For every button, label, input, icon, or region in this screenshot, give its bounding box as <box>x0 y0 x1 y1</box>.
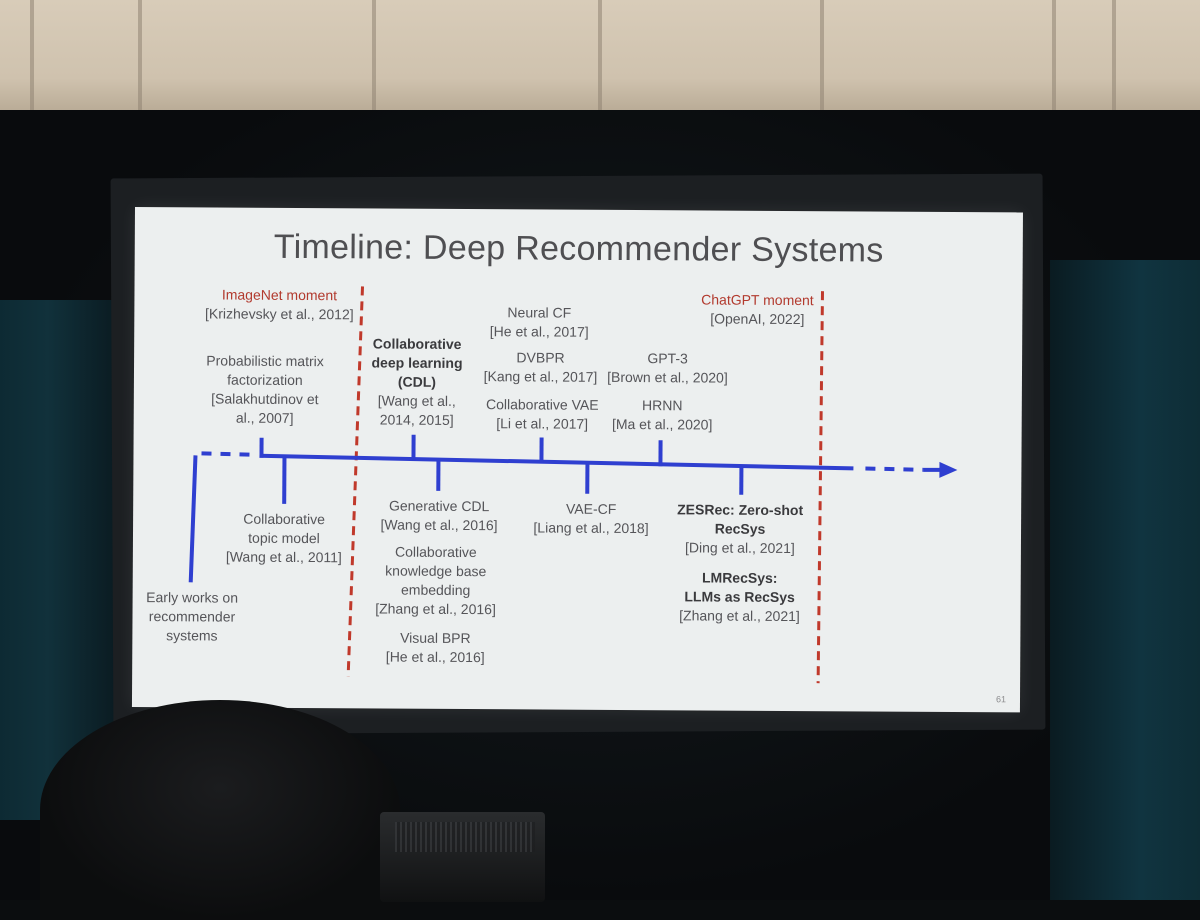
lmrecsys-line2: LLMs as RecSys <box>665 587 815 607</box>
early-line2: recommender <box>134 607 249 627</box>
neuralcf-title: Neural CF <box>474 303 604 323</box>
timeline-dots-left <box>201 453 255 454</box>
gpt3-label: GPT-3 [Brown et al., 2020] <box>600 349 735 388</box>
imagenet-label: ImageNet moment [Krizhevsky et al., 2012… <box>194 285 364 324</box>
hrnn-cite: [Ma et al., 2020] <box>600 415 725 435</box>
vbpr-cite: [He et al., 2016] <box>370 647 500 667</box>
ckbe-line3: embedding <box>361 580 511 600</box>
pmf-label: Probabilistic matrix factorization [Sala… <box>190 351 340 428</box>
timeline-graphic <box>132 207 1023 712</box>
cdl-cite2: 2014, 2015] <box>362 410 472 430</box>
timeline-dots-right <box>865 468 923 469</box>
pmf-line1: Probabilistic matrix <box>190 351 340 371</box>
zesrec-line1: ZESRec: Zero-shot <box>665 500 815 520</box>
zesrec-label: ZESRec: Zero-shot RecSys [Ding et al., 2… <box>665 500 815 558</box>
tick-early-works <box>191 455 196 582</box>
zesrec-line2: RecSys <box>665 519 815 539</box>
dvbpr-label: DVBPR [Kang et al., 2017] <box>468 348 613 387</box>
pmf-line4: al., 2007] <box>190 408 340 428</box>
ckbe-line2: knowledge base <box>361 561 511 581</box>
ckbe-line1: Collaborative <box>361 542 511 562</box>
cdl-line2: deep learning <box>362 353 472 373</box>
timeline-arrowhead <box>939 462 957 478</box>
ckbe-cite: [Zhang et al., 2016] <box>360 599 510 619</box>
gpt3-cite: [Brown et al., 2020] <box>600 368 735 388</box>
ctm-cite: [Wang et al., 2011] <box>209 547 359 567</box>
cdl-cite1: [Wang et al., <box>362 391 472 411</box>
pmf-line2: factorization <box>190 370 340 390</box>
vaecf-label: VAE-CF [Liang et al., 2018] <box>521 499 661 538</box>
lmrecsys-cite: [Zhang et al., 2021] <box>664 606 814 626</box>
early-line3: systems <box>134 626 249 646</box>
lmrecsys-label: LMRecSys: LLMs as RecSys [Zhang et al., … <box>664 568 814 626</box>
wall-seam <box>1052 0 1056 110</box>
wall-background <box>0 0 1200 112</box>
gcdl-cite: [Wang et al., 2016] <box>369 515 509 535</box>
neuralcf-label: Neural CF [He et al., 2017] <box>474 303 604 342</box>
vaecf-cite: [Liang et al., 2018] <box>521 518 661 538</box>
slide: Timeline: Deep Recommender Systems Image… <box>132 207 1023 712</box>
vaecf-title: VAE-CF <box>521 499 661 519</box>
wall-seam <box>138 0 142 110</box>
timeline-axis <box>259 456 853 469</box>
projector-grill <box>395 822 535 852</box>
slide-page-number: 61 <box>996 694 1006 704</box>
cdl-line1: Collaborative <box>362 334 472 354</box>
vbpr-title: Visual BPR <box>370 628 500 648</box>
wall-seam <box>820 0 824 110</box>
cvae-label: Collaborative VAE [Li et al., 2017] <box>470 395 615 434</box>
chatgpt-label: ChatGPT moment [OpenAI, 2022] <box>682 290 832 329</box>
dvbpr-title: DVBPR <box>468 348 613 368</box>
cdl-line3: (CDL) <box>362 372 472 392</box>
ctm-line2: topic model <box>209 528 359 548</box>
audience-head-silhouette <box>40 700 400 920</box>
cvae-cite: [Li et al., 2017] <box>470 414 615 434</box>
early-line1: Early works on <box>135 588 250 608</box>
chatgpt-title: ChatGPT moment <box>682 290 832 310</box>
cvae-title: Collaborative VAE <box>470 395 615 415</box>
wall-seam <box>598 0 602 110</box>
gpt3-title: GPT-3 <box>600 349 735 369</box>
imagenet-title: ImageNet moment <box>194 285 364 305</box>
dvbpr-cite: [Kang et al., 2017] <box>468 367 613 387</box>
chatgpt-marker-line <box>818 291 822 683</box>
ctm-line1: Collaborative <box>209 509 359 529</box>
wall-seam <box>372 0 376 110</box>
wall-seam <box>1112 0 1116 110</box>
hrnn-label: HRNN [Ma et al., 2020] <box>600 396 725 435</box>
wall-seam <box>30 0 34 110</box>
ctm-label: Collaborative topic model [Wang et al., … <box>209 509 359 567</box>
imagenet-cite: [Krizhevsky et al., 2012] <box>194 304 364 324</box>
lmrecsys-line1: LMRecSys: <box>665 568 815 588</box>
gcdl-label: Generative CDL [Wang et al., 2016] <box>369 496 509 535</box>
pmf-line3: [Salakhutdinov et <box>190 389 340 409</box>
cdl-label: Collaborative deep learning (CDL) [Wang … <box>362 334 473 430</box>
gcdl-title: Generative CDL <box>369 496 509 516</box>
vbpr-label: Visual BPR [He et al., 2016] <box>370 628 500 667</box>
curtain-right <box>1050 260 1200 900</box>
early-works-label: Early works on recommender systems <box>134 588 249 646</box>
hrnn-title: HRNN <box>600 396 725 416</box>
ckbe-label: Collaborative knowledge base embedding [… <box>360 542 510 619</box>
zesrec-cite: [Ding et al., 2021] <box>665 538 815 558</box>
chatgpt-cite: [OpenAI, 2022] <box>682 309 832 329</box>
neuralcf-cite: [He et al., 2017] <box>474 322 604 342</box>
